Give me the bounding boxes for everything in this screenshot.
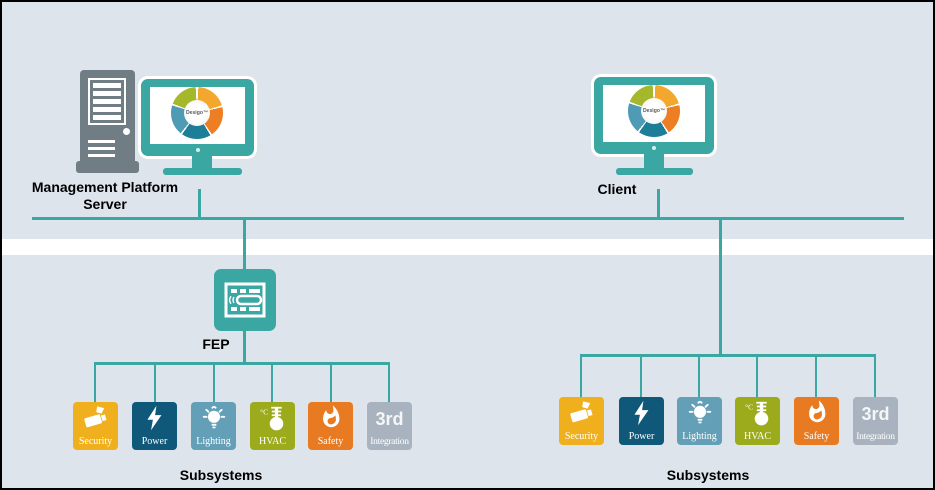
subsystem-tile-label: Integration bbox=[370, 437, 409, 447]
stub-line bbox=[756, 354, 758, 398]
3rd-party-text: 3rd bbox=[375, 409, 404, 429]
light-bulb-icon bbox=[202, 405, 225, 429]
server-tower-base bbox=[76, 161, 139, 173]
stub-line bbox=[698, 354, 700, 398]
subsystem-tile-label: Integration bbox=[856, 432, 895, 442]
stub-line bbox=[874, 354, 876, 398]
desigo-brand-text: Desigo™ bbox=[185, 110, 209, 116]
subsystem-tile-safety: Safety bbox=[308, 402, 353, 450]
subsystem-tile-safety: Safety bbox=[794, 397, 839, 445]
cctv-camera-icon bbox=[83, 406, 107, 428]
subsystem-tile-label: Safety bbox=[803, 431, 830, 442]
server-monitor-icon: Desigo™ bbox=[141, 79, 254, 156]
server-power-button-icon bbox=[123, 128, 130, 135]
subsystem-tile-label: Lighting bbox=[682, 431, 717, 442]
stub-line bbox=[580, 354, 582, 398]
subsystem-tile-lighting: Lighting bbox=[677, 397, 722, 445]
flame-icon bbox=[322, 405, 339, 428]
subsystem-tile-power: Power bbox=[619, 397, 664, 445]
management-network-bus-line bbox=[32, 217, 904, 220]
client-monitor-stand-base bbox=[616, 168, 693, 175]
subsystem-tile-label: Power bbox=[628, 431, 655, 442]
right-subsystems-label: Subsystems bbox=[666, 467, 750, 483]
server-monitor-stand bbox=[192, 156, 212, 170]
stub-line bbox=[388, 362, 390, 403]
subsystem-tile-label: Power bbox=[141, 436, 168, 447]
server-drop-line bbox=[198, 189, 201, 218]
desigo-wheel-logo: Desigo™ bbox=[171, 87, 223, 139]
server-drive-bays bbox=[88, 78, 126, 125]
stub-line bbox=[330, 362, 332, 403]
desigo-wheel-logo: Desigo™ bbox=[628, 85, 680, 137]
subsystem-tile-security: Security bbox=[559, 397, 604, 445]
monitor-dot-icon bbox=[652, 146, 656, 150]
client-monitor-stand bbox=[644, 154, 664, 169]
stub-line bbox=[815, 354, 817, 398]
stub-line bbox=[94, 362, 96, 403]
3rd-party-text: 3rd bbox=[861, 404, 890, 424]
thermometer-icon: °C bbox=[260, 406, 283, 431]
subsystem-tile-label: HVAC bbox=[743, 431, 772, 442]
subsystem-tile-label: Security bbox=[564, 431, 599, 442]
svg-text:°C: °C bbox=[260, 408, 268, 417]
client-monitor-screen: Desigo™ bbox=[603, 85, 705, 142]
right-subsystems-connector-line bbox=[581, 354, 876, 357]
flame-icon bbox=[808, 400, 825, 423]
monitor-dot-icon bbox=[195, 148, 200, 152]
fep-device-icon bbox=[214, 269, 276, 331]
cctv-camera-icon bbox=[569, 401, 593, 423]
fep-node-label: FEP bbox=[202, 336, 230, 352]
server-monitor-screen: Desigo™ bbox=[150, 87, 245, 144]
subsystem-tile-hvac: °C HVAC bbox=[735, 397, 780, 445]
stub-line bbox=[640, 354, 642, 398]
svg-text:°C: °C bbox=[745, 403, 753, 412]
fep-downlink-line bbox=[243, 328, 246, 365]
subsystem-tile-label: Safety bbox=[317, 436, 344, 447]
subsystem-tile-3rd-party: 3rd Integration bbox=[853, 397, 898, 445]
server-monitor-stand-base bbox=[163, 168, 242, 175]
lightning-bolt-icon bbox=[146, 405, 161, 431]
network-zone-band bbox=[2, 239, 933, 255]
client-node-label: Client bbox=[597, 181, 637, 197]
subsystem-tile-lighting: Lighting bbox=[191, 402, 236, 450]
subsystem-tile-label: HVAC bbox=[258, 436, 287, 447]
client-drop-line bbox=[657, 189, 660, 218]
subsystem-tile-hvac: °C HVAC bbox=[250, 402, 295, 450]
lightning-bolt-icon bbox=[633, 400, 648, 426]
left-subsystems-label: Subsystems bbox=[179, 467, 263, 483]
subsystem-tile-label: Security bbox=[78, 436, 113, 447]
right-group-drop-line bbox=[719, 219, 722, 357]
stub-line bbox=[213, 362, 215, 403]
thermometer-icon: °C bbox=[745, 401, 768, 426]
desigo-brand-text: Desigo™ bbox=[642, 108, 666, 114]
stub-line bbox=[271, 362, 273, 403]
server-tower-icon bbox=[80, 70, 135, 166]
subsystem-tile-3rd-party: 3rd Integration bbox=[367, 402, 412, 450]
fep-controller-icon bbox=[224, 282, 266, 318]
subsystem-tile-power: Power bbox=[132, 402, 177, 450]
subsystem-tile-label: Lighting bbox=[196, 436, 231, 447]
server-node-label: Management Platform Server bbox=[31, 179, 179, 212]
fep-uplink-line bbox=[243, 219, 246, 270]
light-bulb-icon bbox=[688, 400, 711, 424]
client-monitor-icon: Desigo™ bbox=[594, 77, 714, 154]
subsystem-tile-security: Security bbox=[73, 402, 118, 450]
left-subsystems-connector-line bbox=[95, 362, 389, 365]
stub-line bbox=[154, 362, 156, 403]
